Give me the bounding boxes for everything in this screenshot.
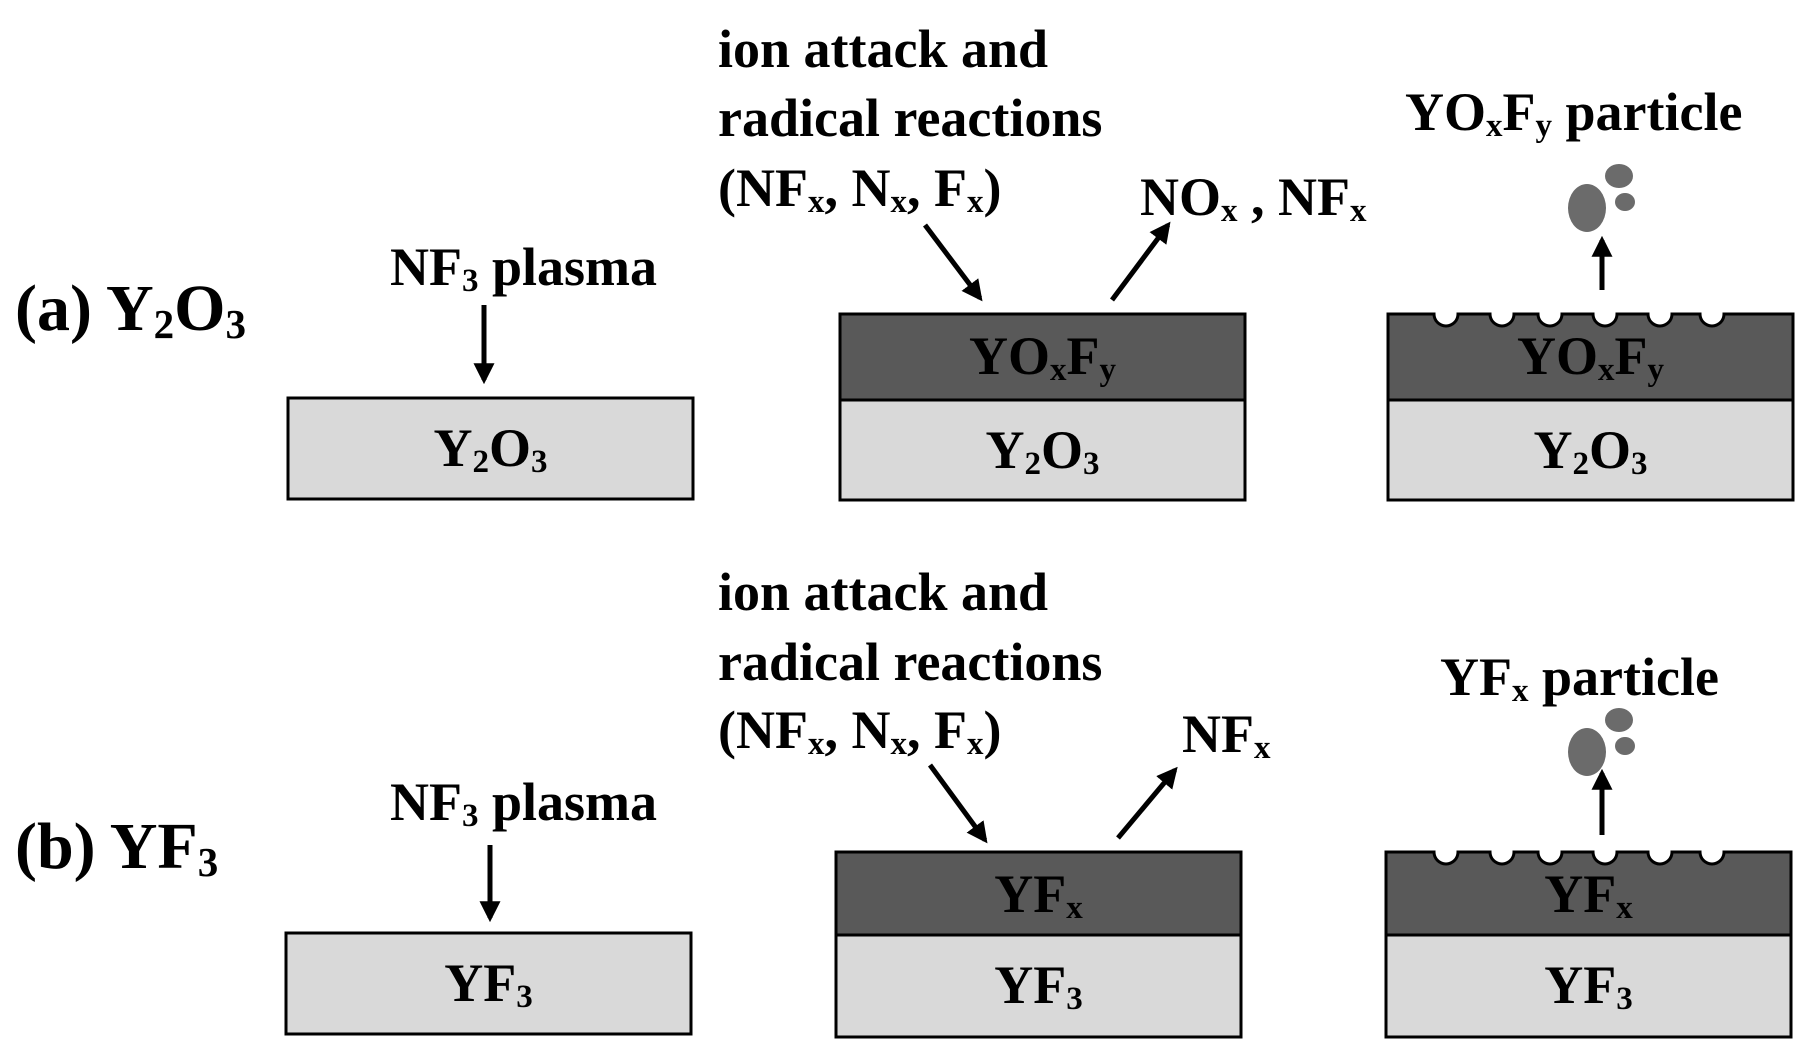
row2-step1-substrate (284, 931, 693, 1036)
row2-step2-substrate-label: YF3 (994, 955, 1082, 1017)
row2-step3-eroded-layer (1384, 850, 1793, 937)
row1-step2-line1: ion attack and (718, 19, 1048, 79)
row2-step2-incoming-arrow (927, 763, 988, 844)
row1-step3-particle-small (1615, 193, 1635, 211)
row1-step3-particle-large (1568, 184, 1606, 232)
row2-step2-line1: ion attack and (718, 562, 1048, 622)
row1-step2-incoming-arrow (923, 223, 983, 302)
row2-step2-outgoing-arrow (1116, 766, 1178, 840)
row2-step3-substrate-label: YF3 (1544, 955, 1632, 1017)
row2-step3-particle-small (1615, 737, 1635, 755)
row1-step3-particle-medium (1605, 164, 1633, 188)
row1-step1-plasma-label: NF3 plasma (390, 237, 657, 299)
row1-label: (a) Y2O3 (15, 272, 246, 347)
row1-step1-substrate (286, 396, 695, 501)
row1-step2-radicals: (NFx, Nx, Fx) (718, 158, 1001, 220)
row1-step2-outgoing-arrow (1109, 221, 1171, 302)
row2-step3-particle-label: YFx particle (1440, 647, 1719, 709)
row1-step3-substrate-label: Y2O3 (1533, 420, 1647, 482)
row1-step2-layer (838, 312, 1247, 402)
row1-step2-products: NOx , NFx (1140, 167, 1367, 229)
row2-step3-substrate (1384, 933, 1793, 1039)
row1-step2-layer-label: YOxFy (969, 326, 1117, 388)
row2-step2-layer (834, 850, 1243, 937)
row1-step2-line2: radical reactions (718, 88, 1102, 148)
row1-step2-substrate-label: Y2O3 (985, 420, 1099, 482)
row2-step2-layer-label: YFx (994, 864, 1083, 926)
row2-label: (b) YF3 (15, 810, 218, 885)
row1-step3-eroded-layer (1386, 312, 1795, 402)
row1-step3-particle-label: YOxFy particle (1405, 82, 1742, 144)
row1-step2-substrate (838, 398, 1247, 502)
row2-step1-substrate-label: YF3 (444, 953, 532, 1015)
row2-step2-radicals: (NFx, Nx, Fx) (718, 700, 1001, 762)
row2-step3-particle-large (1568, 728, 1606, 776)
row2-step2-products: NFx (1182, 704, 1271, 766)
row2-step1-plasma-label: NF3 plasma (390, 772, 657, 834)
row1-step1-substrate-label: Y2O3 (433, 418, 547, 480)
row2-step2-line2: radical reactions (718, 632, 1102, 692)
row2-step3-layer-label: YFx (1544, 864, 1633, 926)
row1-step3-layer-label: YOxFy (1517, 326, 1665, 388)
row2-step3-particle-medium (1605, 708, 1633, 732)
row2-step2-substrate (834, 933, 1243, 1039)
row1-step3-substrate (1386, 398, 1795, 502)
